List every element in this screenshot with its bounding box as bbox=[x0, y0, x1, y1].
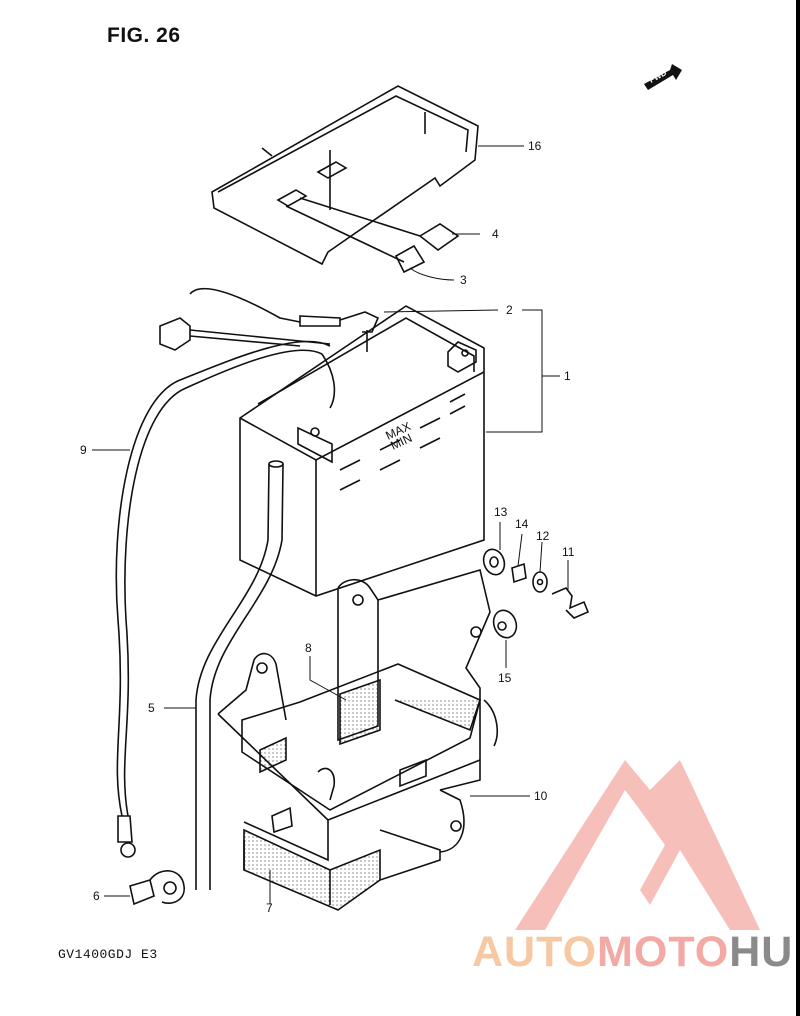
mounting-hardware bbox=[482, 548, 590, 639]
watermark-moto: MOTO bbox=[597, 928, 730, 976]
vent-tube bbox=[195, 460, 284, 890]
callout-6: 6 bbox=[93, 889, 100, 903]
callout-14: 14 bbox=[515, 517, 529, 531]
wire-clamp bbox=[129, 870, 185, 906]
watermark-hub: HUB bbox=[729, 928, 800, 976]
callout-7: 7 bbox=[266, 901, 273, 915]
model-code: GV1400GDJ E3 bbox=[58, 947, 158, 962]
page-edge-border bbox=[796, 0, 800, 1016]
callout-5: 5 bbox=[148, 701, 155, 715]
callout-15: 15 bbox=[498, 671, 512, 685]
battery: MAX MIN bbox=[239, 305, 485, 597]
watermark-triangle bbox=[515, 760, 760, 930]
battery-holder bbox=[217, 568, 498, 862]
leader-lines bbox=[92, 145, 569, 904]
callout-2: 2 bbox=[506, 303, 513, 317]
fwd-arrow-icon: FWD bbox=[644, 64, 682, 90]
callout-4: 4 bbox=[492, 227, 499, 241]
callout-8: 8 bbox=[305, 641, 312, 655]
battery-lead-wire bbox=[115, 340, 336, 858]
callout-13: 13 bbox=[494, 505, 508, 519]
callout-3: 3 bbox=[460, 273, 467, 287]
callout-16: 16 bbox=[528, 139, 542, 153]
callout-12: 12 bbox=[536, 529, 550, 543]
callout-11: 11 bbox=[562, 545, 575, 559]
callout-1: 1 bbox=[564, 369, 571, 383]
callout-10: 10 bbox=[534, 789, 548, 803]
watermark-auto: AUTO bbox=[472, 928, 598, 976]
callout-9: 9 bbox=[80, 443, 87, 457]
fuse-wire bbox=[159, 287, 380, 352]
watermark-logo-text: AUTOMOTOHUB bbox=[472, 928, 800, 977]
holder-pad bbox=[243, 828, 441, 911]
battery-cover bbox=[211, 85, 479, 274]
figure-title: FIG. 26 bbox=[107, 24, 181, 47]
